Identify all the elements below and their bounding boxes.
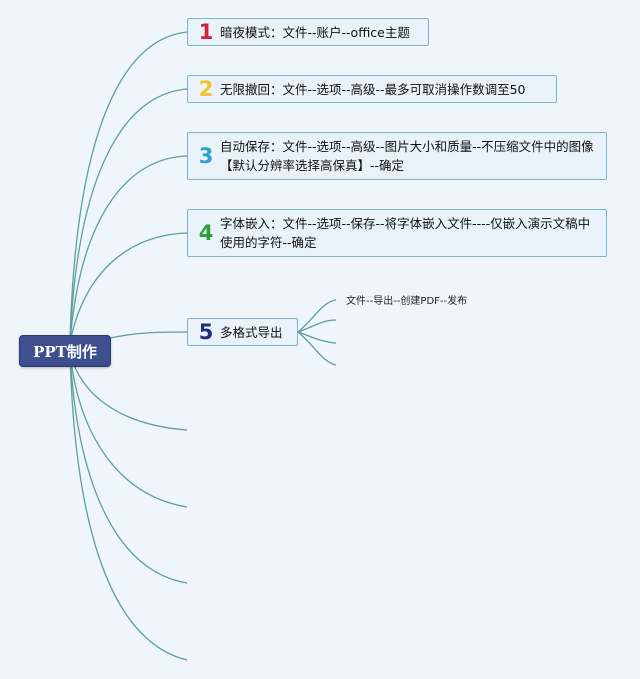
topic-node-5[interactable]: 5 多格式导出 (187, 318, 298, 346)
branch-to-node-4 (69, 232, 188, 343)
branch-to-node-2 (69, 88, 188, 343)
sub-branch-1 (297, 299, 337, 333)
topic-text-2: 无限撤回：文件--选项--高级--最多可取消操作数调至50 (220, 81, 526, 97)
topic-node-2[interactable]: 2 无限撤回：文件--选项--高级--最多可取消操作数调至50 (187, 75, 557, 103)
branch-to-node-3 (69, 155, 188, 343)
sub-branch-2 (297, 319, 337, 333)
branch-empty-2 (69, 351, 188, 508)
topic-text-4: 字体嵌入：文件--选项--保存--将字体嵌入文件----仅嵌入演示文稿中使用的字… (220, 216, 591, 250)
subtopic-export-pdf[interactable]: 文件--导出--创建PDF--发布 (346, 296, 468, 307)
topic-number-3: 3 (198, 143, 214, 168)
topic-node-1[interactable]: 1 暗夜模式：文件--账户--office主题 (187, 18, 429, 46)
root-node[interactable]: PPT制作 (19, 335, 111, 367)
sub-branch-3 (297, 331, 337, 344)
topic-number-4: 4 (198, 220, 214, 245)
topic-number-1: 1 (198, 19, 214, 44)
topic-node-3[interactable]: 3 自动保存：文件--选项--高级--图片大小和质量--不压缩文件中的图像【默认… (187, 132, 607, 180)
branch-to-node-1 (69, 31, 188, 343)
branch-empty-4 (69, 351, 188, 661)
topic-text-5: 多格式导出 (220, 324, 283, 340)
topic-text-1: 暗夜模式：文件--账户--office主题 (220, 24, 410, 40)
branch-empty-3 (69, 351, 188, 584)
branch-to-node-5 (109, 331, 188, 339)
topic-node-4[interactable]: 4 字体嵌入：文件--选项--保存--将字体嵌入文件----仅嵌入演示文稿中使用… (187, 209, 607, 257)
topic-number-5: 5 (198, 319, 214, 344)
topic-number-2: 2 (198, 76, 214, 101)
topic-text-3: 自动保存：文件--选项--高级--图片大小和质量--不压缩文件中的图像【默认分辨… (220, 139, 594, 173)
sub-branch-4 (297, 331, 337, 366)
